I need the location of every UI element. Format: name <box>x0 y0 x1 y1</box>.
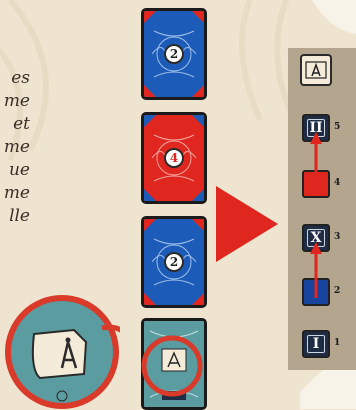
text-fragment: me <box>4 91 30 111</box>
text-fragment: me <box>4 183 30 203</box>
card-number: 4 <box>164 148 184 168</box>
text-fragment: ue <box>9 160 30 180</box>
track-panel: II 5 4 X 3 2 I 1 <box>288 48 356 370</box>
card-number: 2 <box>164 252 184 272</box>
track-arrow-icon <box>308 240 324 300</box>
red-arrow-icon <box>216 186 278 262</box>
text-fragment: et <box>13 114 30 134</box>
blueprint-compass-icon <box>33 330 86 378</box>
tile-index: 5 <box>334 122 340 132</box>
zoom-callout <box>4 294 120 410</box>
card-number: 2 <box>164 44 184 64</box>
tile-label: I <box>304 332 328 356</box>
track-tile-1[interactable]: I <box>302 330 330 358</box>
card-blue-2[interactable]: 2 <box>141 8 207 100</box>
blueprint-compass-icon <box>300 54 332 86</box>
track-arrow-icon <box>308 130 324 190</box>
card-red-4[interactable]: 4 <box>141 112 207 204</box>
card-blue-2[interactable]: 2 <box>141 216 207 308</box>
zoom-highlight-ring <box>140 334 204 398</box>
tile-index: 2 <box>334 286 340 296</box>
tile-index: 3 <box>334 232 340 242</box>
tile-index: 4 <box>334 178 340 188</box>
text-fragment: me <box>4 137 30 157</box>
tile-index: 1 <box>334 338 340 348</box>
text-fragment: es <box>11 68 30 88</box>
text-fragment: lle <box>9 206 30 226</box>
